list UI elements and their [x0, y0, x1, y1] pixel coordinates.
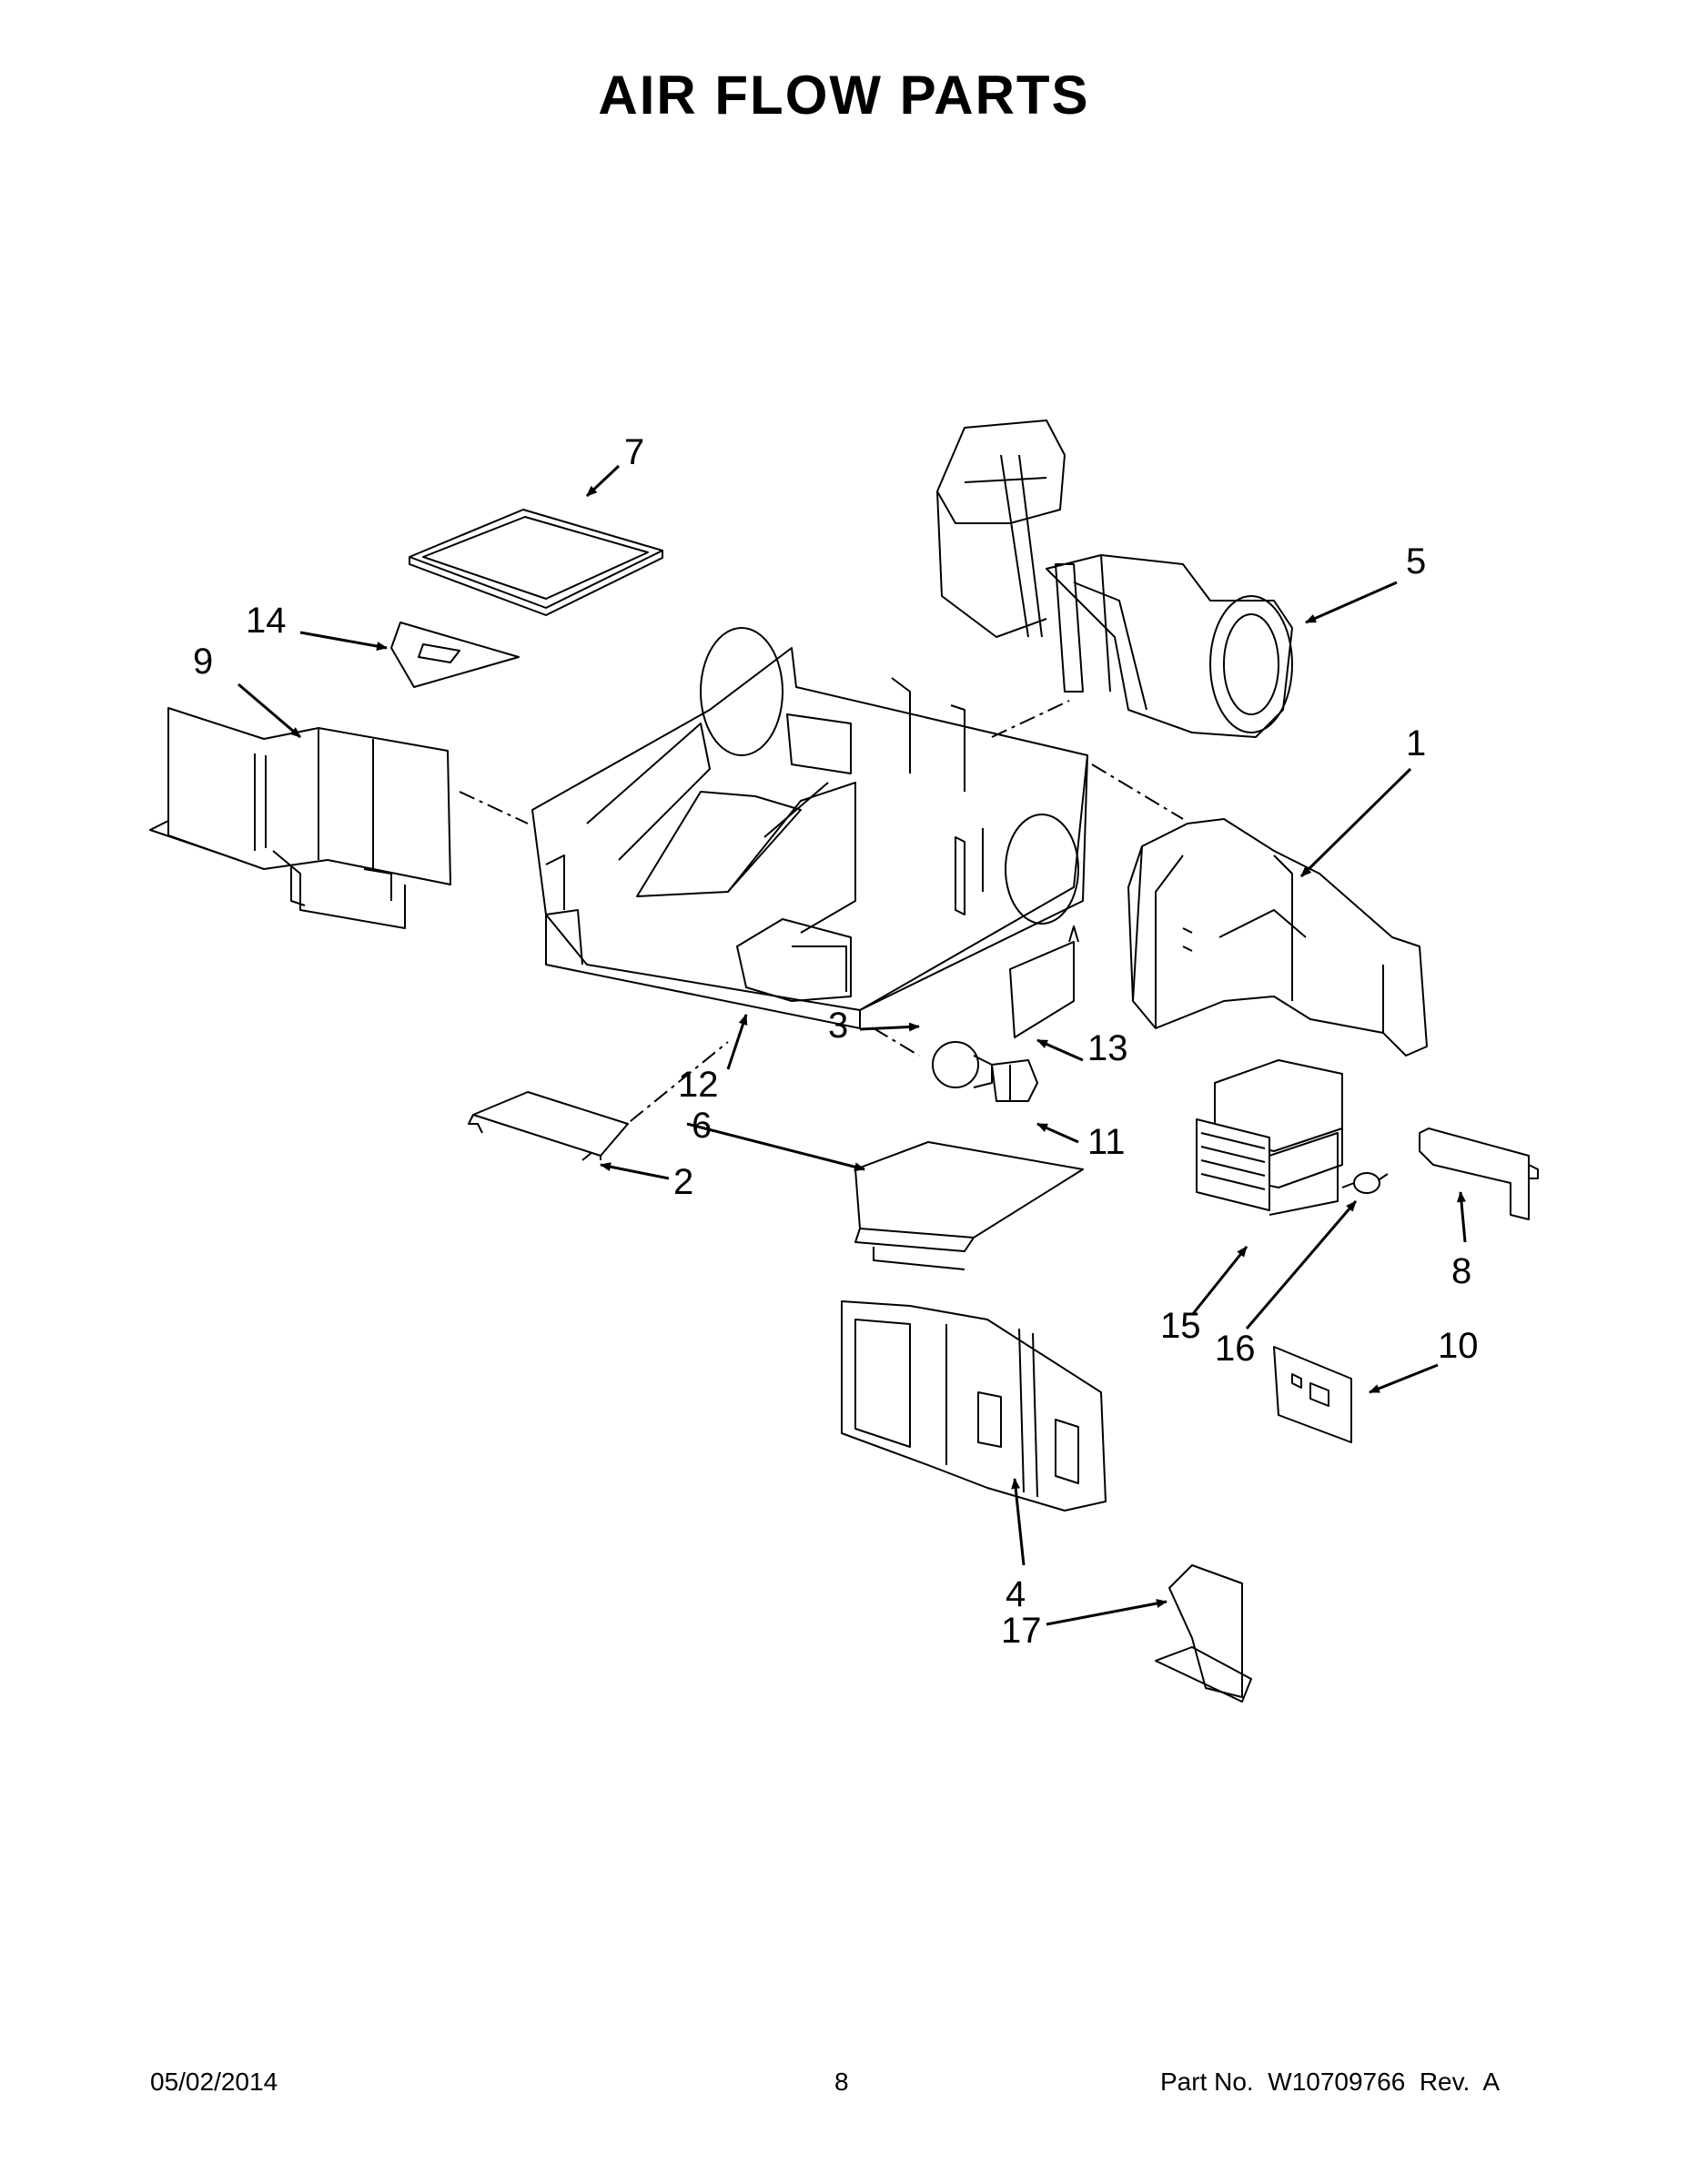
part-17-vent-guide [1155, 1564, 1252, 1703]
callout-17: 17 [1001, 1611, 1042, 1651]
part-6-bottom-plate [854, 1141, 1084, 1270]
callout-8: 8 [1451, 1251, 1471, 1291]
callout-9: 9 [193, 642, 213, 682]
callout-1: 1 [1406, 723, 1426, 763]
part-4-vent-grille [841, 1300, 1107, 1512]
callout-16: 16 [1215, 1329, 1256, 1369]
callout-labels: 7 5 14 9 1 3 12 13 11 6 2 8 15 16 10 4 1… [193, 432, 1479, 1651]
page-title: AIR FLOW PARTS [598, 65, 1090, 126]
callout-7: 7 [624, 432, 644, 472]
part-8-bracket-plate [1419, 1127, 1539, 1220]
part-5-blower-fan [936, 420, 1293, 738]
footer-date: 05/02/2014 [150, 2068, 278, 2096]
callout-14: 14 [246, 601, 287, 641]
footer-page-number: 8 [834, 2068, 849, 2096]
main-cavity-base [531, 627, 1088, 1029]
callout-leaders [238, 464, 1467, 1626]
callout-11: 11 [1087, 1122, 1126, 1162]
part-16-thermal-cutout [1341, 1172, 1389, 1194]
callout-15: 15 [1160, 1306, 1201, 1346]
part-14-filter-plate [390, 622, 520, 688]
callout-12: 12 [678, 1065, 719, 1105]
part-2-cover-plate [468, 1091, 629, 1160]
callout-3: 3 [828, 1006, 848, 1046]
callout-6: 6 [692, 1106, 712, 1146]
part-13-bracket [1009, 925, 1079, 1038]
callout-10: 10 [1438, 1326, 1479, 1366]
callout-5: 5 [1406, 541, 1426, 581]
part-10-label-plate [1273, 1346, 1352, 1443]
part-15-transformer [1196, 1059, 1343, 1216]
callout-13: 13 [1087, 1028, 1128, 1068]
part-11-lamp-socket [991, 1059, 1038, 1102]
callout-2: 2 [673, 1162, 693, 1202]
part-9-duct-panel [149, 707, 451, 929]
footer-part-number: Part No. W10709766 Rev. A [1160, 2068, 1501, 2096]
part-1-air-guide [1127, 818, 1428, 1057]
part-7-filter-frame [409, 509, 663, 616]
callout-4: 4 [1006, 1574, 1026, 1614]
part-3-lamp [932, 1041, 993, 1088]
